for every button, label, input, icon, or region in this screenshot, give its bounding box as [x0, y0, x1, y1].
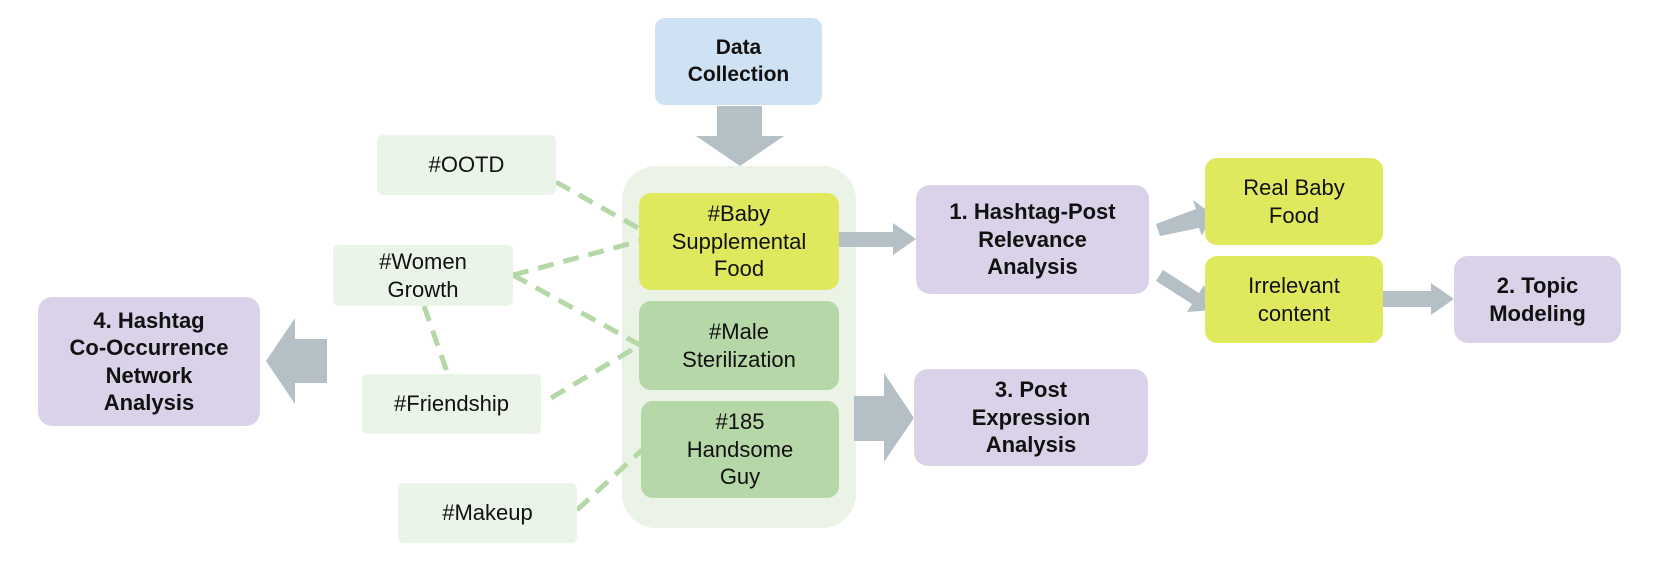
real-baby-food-box: Real Baby Food	[1205, 158, 1383, 245]
link-friendship-male	[549, 342, 642, 401]
relevance-analysis-box: 1. Hashtag-Post Relevance Analysis	[916, 185, 1149, 294]
hashtag-women-growth-box[interactable]: #Women Growth	[333, 245, 513, 306]
down-arrow	[696, 106, 784, 166]
link-womengrowth-friendship	[421, 305, 450, 373]
link-womengrowth-babyfood	[512, 238, 641, 278]
link-ootd-babyfood	[554, 179, 642, 232]
hashtag-ootd-box[interactable]: #OOTD	[377, 135, 556, 195]
topic-modeling-box: 2. Topic Modeling	[1454, 256, 1621, 343]
link-makeup-handsome	[575, 448, 644, 512]
hashtag-male-sterilization-box[interactable]: #Male Sterilization	[639, 301, 839, 390]
data-collection-box: Data Collection	[655, 18, 822, 105]
link-womengrowth-male	[511, 272, 642, 348]
arrow-to-topic-modeling	[1383, 283, 1454, 315]
left-arrow-to-cooccurrence	[266, 318, 327, 404]
hashtag-baby-food-box[interactable]: #Baby Supplemental Food	[639, 193, 839, 290]
arrow-to-irrelevant	[1156, 270, 1213, 312]
arrow-to-real-baby-food	[1156, 200, 1212, 236]
arrow-to-post-expression	[854, 373, 914, 462]
hashtag-friendship-box[interactable]: #Friendship	[362, 374, 541, 434]
cooccurrence-analysis-box: 4. Hashtag Co-Occurrence Network Analysi…	[38, 297, 260, 426]
arrow-to-relevance	[838, 223, 916, 255]
irrelevant-content-box: Irrelevant content	[1205, 256, 1383, 343]
hashtag-makeup-box[interactable]: #Makeup	[398, 483, 577, 543]
post-expression-box: 3. Post Expression Analysis	[914, 369, 1148, 466]
hashtag-handsome-guy-box[interactable]: #185 Handsome Guy	[641, 401, 839, 498]
